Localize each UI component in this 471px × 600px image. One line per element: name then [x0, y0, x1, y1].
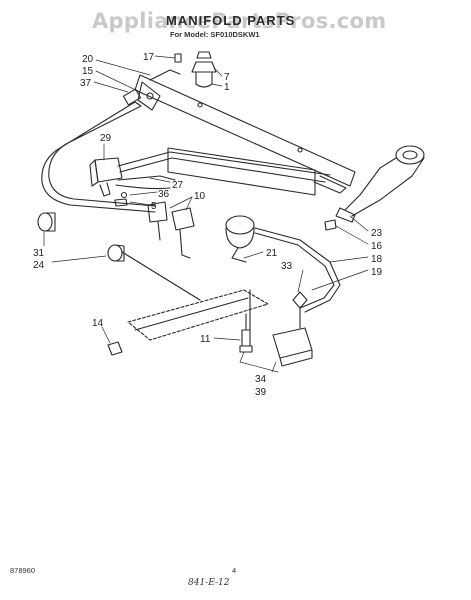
- callout-1: 1: [224, 82, 230, 93]
- callout-36: 36: [158, 189, 170, 200]
- callout-31: 31: [33, 248, 45, 259]
- mounting-screw-part: [239, 313, 253, 353]
- control-knob-part: [37, 212, 201, 301]
- gas-line-part: [254, 227, 341, 313]
- tube-fitting-part: [122, 81, 161, 111]
- callout-18: 18: [371, 254, 383, 265]
- gas-tube-long-part: [41, 101, 156, 213]
- callout-39: 39: [255, 387, 267, 398]
- callout-16: 16: [371, 241, 383, 252]
- callout-21: 21: [266, 248, 278, 259]
- callout-15: 15: [82, 66, 94, 77]
- lower-mounting-rail-part: [127, 289, 269, 341]
- burner-switch-part: [114, 198, 195, 259]
- center-burner-part: [225, 215, 255, 263]
- watermark: AppliancePartsPros.com: [92, 9, 387, 33]
- callout-labels: 20 15 37 17 7 1 29 27 36 10 5 31 24 23 1…: [33, 52, 383, 398]
- callout-5: 5: [151, 201, 157, 212]
- callout-24: 24: [33, 260, 45, 271]
- orifice-holder-part: [174, 51, 217, 88]
- callout-19: 19: [371, 267, 383, 278]
- callout-14: 14: [92, 318, 104, 329]
- callout-29: 29: [100, 133, 112, 144]
- callout-37: 37: [80, 78, 92, 89]
- valve-plate-part: [167, 147, 316, 196]
- callout-10: 10: [194, 191, 206, 202]
- wire-harness-part: [115, 175, 176, 199]
- page-title: MANIFOLD PARTS: [166, 13, 296, 28]
- page-number: 4: [232, 566, 237, 575]
- spring-clip-part: [107, 341, 123, 356]
- manifold-bracket-part: [134, 69, 356, 194]
- leader-lines: [43, 55, 369, 373]
- callout-34: 34: [255, 374, 267, 385]
- gas-valve-part: [89, 151, 331, 197]
- callout-11: 11: [200, 334, 211, 345]
- callout-20: 20: [82, 54, 94, 65]
- callout-7: 7: [224, 72, 230, 83]
- ignition-module-part: [272, 291, 313, 367]
- callout-27: 27: [172, 180, 184, 191]
- handwritten-note: 841-E-12: [188, 578, 230, 588]
- model-subtitle: For Model: SF010DSKW1: [170, 30, 260, 39]
- document-number: 878960: [10, 566, 36, 575]
- callout-17: 17: [143, 52, 155, 63]
- callout-33: 33: [281, 261, 293, 272]
- callout-23: 23: [371, 228, 383, 239]
- surface-burner-part: [324, 145, 425, 231]
